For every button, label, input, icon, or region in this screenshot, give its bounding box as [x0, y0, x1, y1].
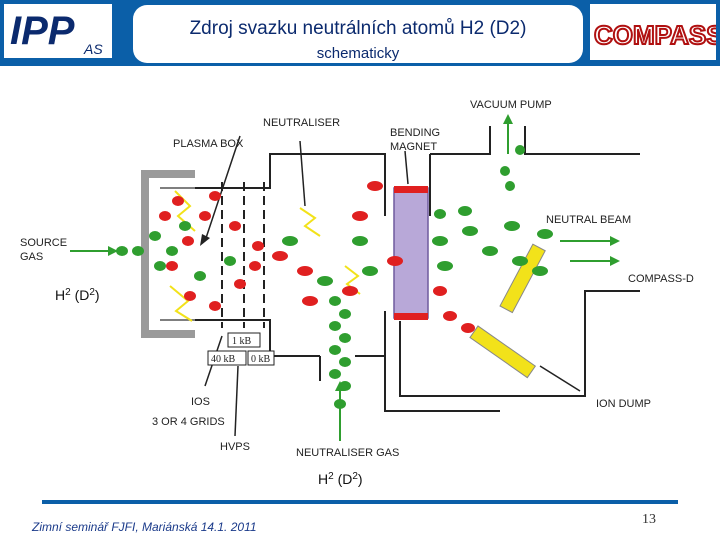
svg-text:H2 (D2): H2 (D2): [318, 471, 363, 487]
ion-dump-plate-1: [469, 325, 537, 379]
label-gas: GAS: [20, 251, 43, 263]
label-source: SOURCE: [20, 237, 67, 249]
compass-d-logo-text: COMPASS-D: [594, 20, 716, 50]
hvps-box-2: [207, 350, 247, 366]
neutral-particles: [116, 145, 553, 409]
h2-label-bottom: H2 (D2): [318, 471, 363, 487]
label-kv3: 0 kB: [251, 354, 271, 365]
ipp-logo-sub: AS: [83, 41, 103, 57]
hvps-box-1: [227, 332, 261, 348]
magnet-pole-bottom: [394, 313, 428, 320]
label-plasma-box: PLASMA BOX: [173, 138, 244, 150]
label-kv1: 1 kB: [232, 336, 252, 347]
label-neutral-beam: NEUTRAL BEAM: [546, 214, 631, 226]
page-number: 13: [642, 512, 656, 527]
title-box: [133, 5, 583, 63]
ion-particles: [159, 181, 475, 333]
plasma-box-wall: [141, 170, 195, 338]
hvps-box-3: [247, 350, 275, 366]
footer-text: Zimní seminář FJFI, Mariánská 14.1. 2011: [32, 520, 257, 534]
particles: [116, 145, 553, 409]
page-subtitle: schematicky: [316, 45, 400, 62]
magnet-pole-top: [394, 186, 428, 193]
label-compass-d: COMPASS-D: [628, 273, 694, 285]
label-bending: BENDING: [390, 127, 440, 139]
footer-divider: [42, 500, 678, 504]
label-ions: IOS: [191, 396, 210, 408]
beam-source-diagram: VACUUM PUMP NEUTRALISER PLASMA BOX BENDI…: [20, 99, 694, 487]
label-hvps: HVPS: [220, 441, 250, 453]
ion-dump-plate-2: [499, 243, 546, 314]
ipp-logo: IPP AS: [4, 4, 112, 58]
svg-text:H2 (D2): H2 (D2): [55, 287, 100, 303]
label-magnet: MAGNET: [390, 141, 437, 153]
h2-label-left: H2 (D2): [55, 287, 100, 303]
page-title: Zdroj svazku neutrálních atomů H2 (D2): [189, 18, 527, 39]
label-kv2: 40 kB: [211, 354, 236, 365]
label-ion-dump: ION DUMP: [596, 398, 651, 410]
label-neutraliser-gas: NEUTRALISER GAS: [296, 447, 399, 459]
bending-magnet: [393, 187, 429, 319]
label-vacuum-pump: VACUUM PUMP: [470, 99, 552, 111]
compass-d-logo: COMPASS-D: [590, 4, 716, 60]
ipp-logo-text: IPP: [10, 9, 75, 53]
diagram-structure: [70, 114, 640, 441]
label-grids: 3 OR 4 GRIDS: [152, 416, 225, 428]
label-neutraliser: NEUTRALISER: [263, 117, 340, 129]
